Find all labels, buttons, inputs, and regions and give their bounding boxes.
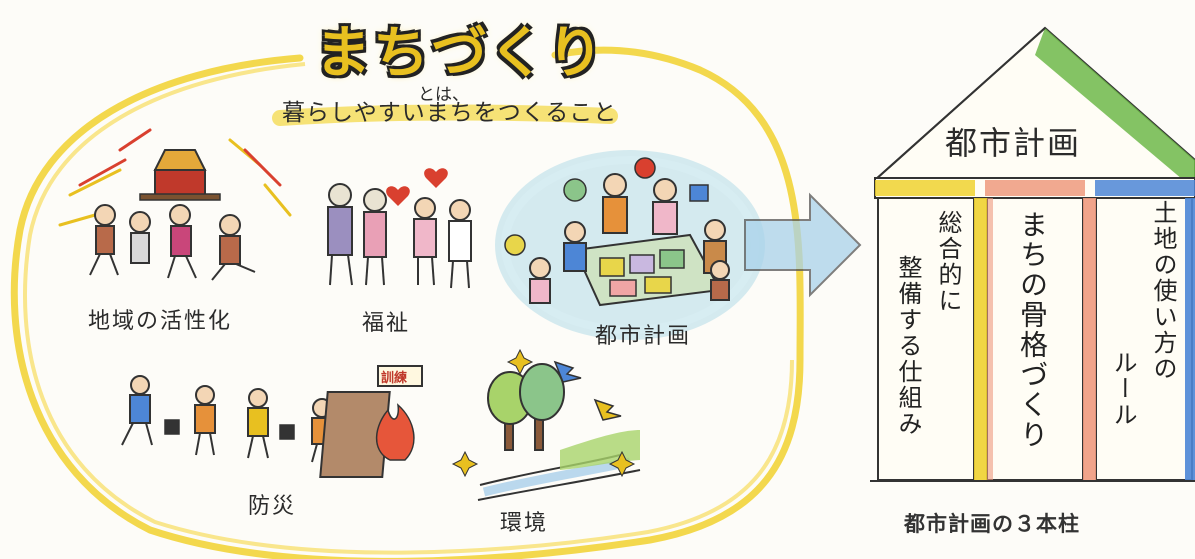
label-planning: 都市計画 [595,324,692,349]
festival-people [89,204,256,281]
main-title: まちづくり [315,21,605,86]
speech-bubble-icons [504,157,709,256]
arrow-icon [744,192,862,298]
sparkle-icon [451,348,636,478]
label-disaster: 防災 [248,494,297,519]
label-welfare: 福祉 [362,311,411,336]
bucket-icon [164,419,295,440]
mikoshi [139,149,221,201]
trees [487,363,565,451]
drill-people [121,375,333,463]
roof-label: 都市計画 [945,124,1082,162]
subtitle-highlight [272,104,618,126]
welfare-people [327,183,472,289]
outer-yellow-loop-2 [23,62,794,555]
drill-sign [377,365,423,387]
pillar-color-bands [974,198,1195,480]
subtitle-to-ha: とは、 [418,85,469,105]
subtitle-main: 暮らしやすいまちをつくること [282,100,618,126]
roof-green-band [1035,28,1195,190]
drill-sign-text: 訓練 [381,371,408,386]
pillar-3-line1: 土地の使い方の [1149,200,1177,382]
bird-icon [553,360,622,421]
pillar-1-line1: 総合的に [934,210,962,314]
planning-people [529,173,730,304]
label-environment: 環境 [500,511,549,536]
heart-icon [386,168,448,206]
map-blocks [599,249,685,297]
pillar-2-line1: まちの骨格づくり [1016,210,1049,450]
outer-yellow-loop [10,46,804,559]
festival-rays [58,128,292,227]
pillar-1-line2: 整備する仕組み [894,255,922,437]
label-community: 地域の活性化 [88,309,233,334]
house-caption: 都市計画の３本柱 [904,512,1080,536]
pillar-3-line2: ルール [1109,350,1137,428]
fire-icon [375,403,415,461]
